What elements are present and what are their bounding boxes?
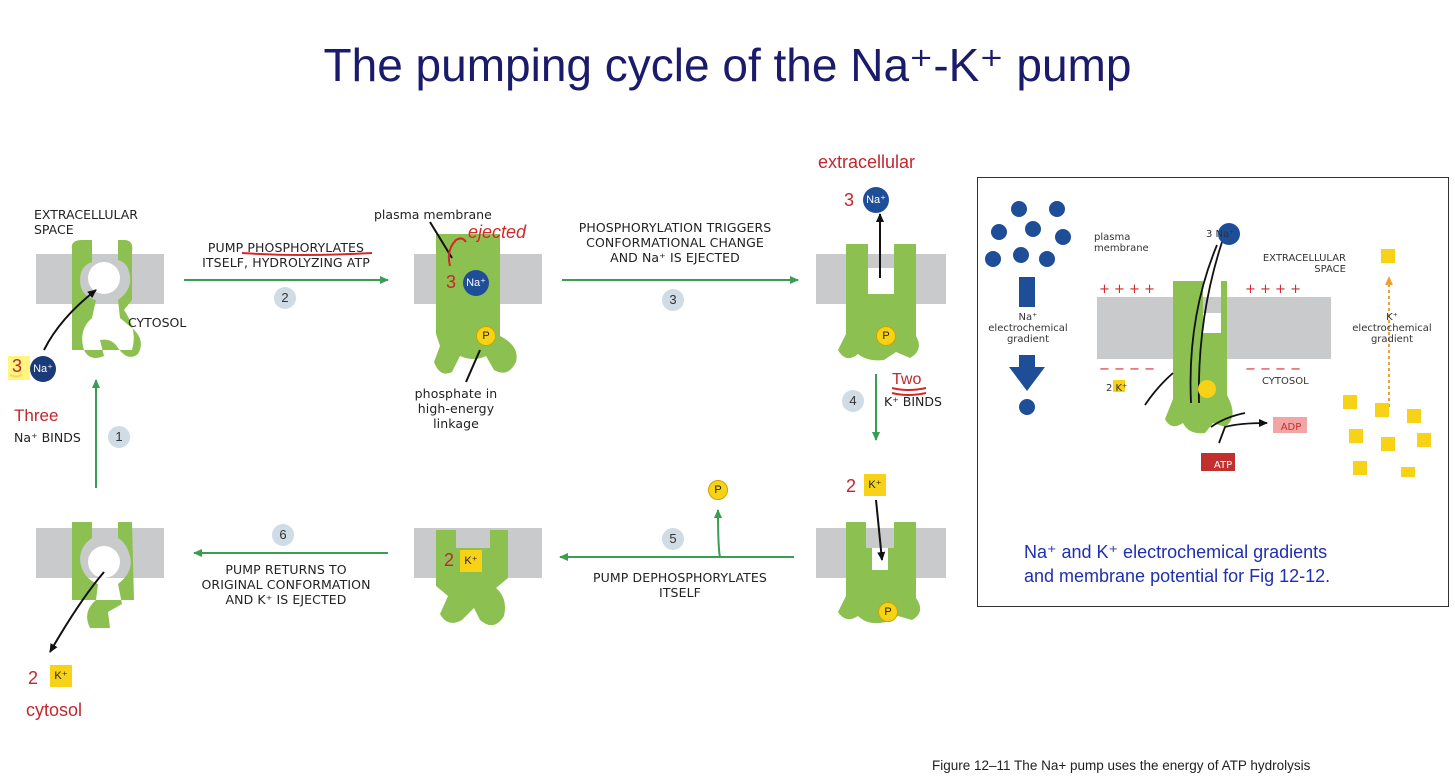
inset-na-gradient-label: Na⁺ electrochemical gradient — [988, 312, 1068, 345]
pump-shapes — [71, 234, 921, 628]
step-number-4: 4 — [842, 390, 864, 412]
inset-na-count: 3 Na⁺ — [1206, 229, 1235, 240]
svg-text:− − − −: − − − − — [1245, 362, 1301, 377]
k-count-2: 2 — [444, 550, 455, 570]
arrow-na-enter — [43, 289, 97, 351]
caption-step-5: PUMP DEPHOSPHORYLATES ITSELF — [593, 570, 767, 600]
caption-step-6: PUMP RETURNS TO ORIGINAL CONFORMATION AN… — [201, 562, 371, 607]
underline-phosphorylates — [241, 252, 373, 256]
pump-3 — [838, 244, 919, 361]
inset-drawing: + + + + + + + + − − − − − − − − — [985, 201, 1431, 477]
phosphate-2: P — [876, 326, 896, 346]
k-ion-3: K⁺ — [50, 665, 72, 687]
label-cytosol: CYTOSOL — [128, 315, 187, 330]
k-count-1: 2 — [846, 476, 857, 496]
inset-k-count: 2 K⁺ — [1106, 383, 1128, 394]
charges: + + + + + + + + − − − − − − − − — [1099, 282, 1301, 377]
highlight-three — [8, 356, 30, 380]
label-extracellular-space: EXTRACELLULAR SPACE — [34, 207, 138, 237]
inset-k-gradient-label: K⁺ electrochemical gradient — [1352, 312, 1432, 345]
label-na-binds: Na⁺ BINDS — [14, 430, 81, 445]
arrow-k-exit — [49, 571, 105, 653]
na-count-3: 3 — [844, 190, 855, 210]
caption-step-3: PHOSPHORYLATION TRIGGERS CONFORMATIONAL … — [578, 220, 772, 265]
na-ion-1: Na⁺ — [30, 356, 56, 382]
na-ion-3: Na⁺ — [863, 187, 889, 213]
inset-plasma-membrane-label: plasma membrane — [1094, 232, 1149, 254]
label-k-binds: K⁺ BINDS — [884, 394, 942, 409]
na-cluster — [985, 201, 1071, 415]
figure-footer: Figure 12–11 The Na+ pump uses the energ… — [932, 758, 1311, 773]
inset-atp-label: ATP — [1213, 460, 1233, 471]
k-count-3: 2 — [28, 668, 39, 688]
annotation-cytosol: cytosol — [26, 700, 83, 720]
inset-adp-label: ADP — [1280, 422, 1302, 433]
step-number-3: 3 — [662, 289, 684, 311]
svg-text:+ + + +: + + + + — [1245, 282, 1301, 297]
annotation-ejected: ejected — [468, 222, 527, 242]
inset-cytosol-label: CYTOSOL — [1262, 376, 1309, 387]
phosphate-released: P — [708, 480, 728, 500]
svg-text:+ + + +: + + + + — [1099, 282, 1155, 297]
phosphate-1: P — [476, 326, 496, 346]
na-count-1: 3 — [12, 356, 23, 376]
pump-4 — [72, 522, 134, 628]
label-phosphate: phosphate in high-energy linkage — [414, 386, 498, 431]
inset-caption: Na⁺ and K⁺ electrochemical gradients and… — [1024, 542, 1331, 586]
ion-arrows — [43, 213, 886, 653]
inset-extracellular-label: EXTRACELLULAR SPACE — [1262, 253, 1346, 275]
annotation-three: Three — [14, 406, 59, 425]
step-number-2: 2 — [274, 287, 296, 309]
caption-step-2: PUMP PHOSPHORYLATES ITSELF, HYDROLYZING … — [202, 240, 370, 270]
na-ion-2: Na⁺ — [463, 270, 489, 296]
step-number-5: 5 — [662, 528, 684, 550]
ejected-hook — [447, 237, 467, 267]
plasma-membrane-pointer — [429, 221, 453, 259]
pump-2 — [434, 234, 517, 374]
step-number-6: 6 — [272, 524, 294, 546]
phosphate-pointer — [465, 349, 481, 383]
underline-two — [891, 387, 927, 396]
annotation-two: Two — [892, 371, 922, 388]
label-plasma-membrane: plasma membrane — [374, 207, 492, 222]
inset-figure — [977, 177, 1449, 607]
inset-pump — [1165, 281, 1233, 434]
pump-6 — [838, 522, 921, 624]
phosphate-3: P — [878, 602, 898, 622]
svg-text:− − − −: − − − − — [1099, 362, 1155, 377]
slide-title: The pumping cycle of the Na⁺-K⁺ pump — [323, 39, 1132, 91]
k-ion-2: K⁺ — [460, 550, 482, 572]
arrow-k-enter — [875, 499, 886, 561]
step-number-1: 1 — [108, 426, 130, 448]
annotation-extracellular: extracellular — [818, 152, 916, 172]
k-ion-1: K⁺ — [864, 474, 886, 496]
k-cluster — [1343, 249, 1431, 477]
arrow-p-release — [714, 509, 723, 558]
na-count-2: 3 — [446, 272, 457, 292]
cycle-arrows — [92, 276, 880, 561]
pump-5 — [436, 530, 508, 626]
